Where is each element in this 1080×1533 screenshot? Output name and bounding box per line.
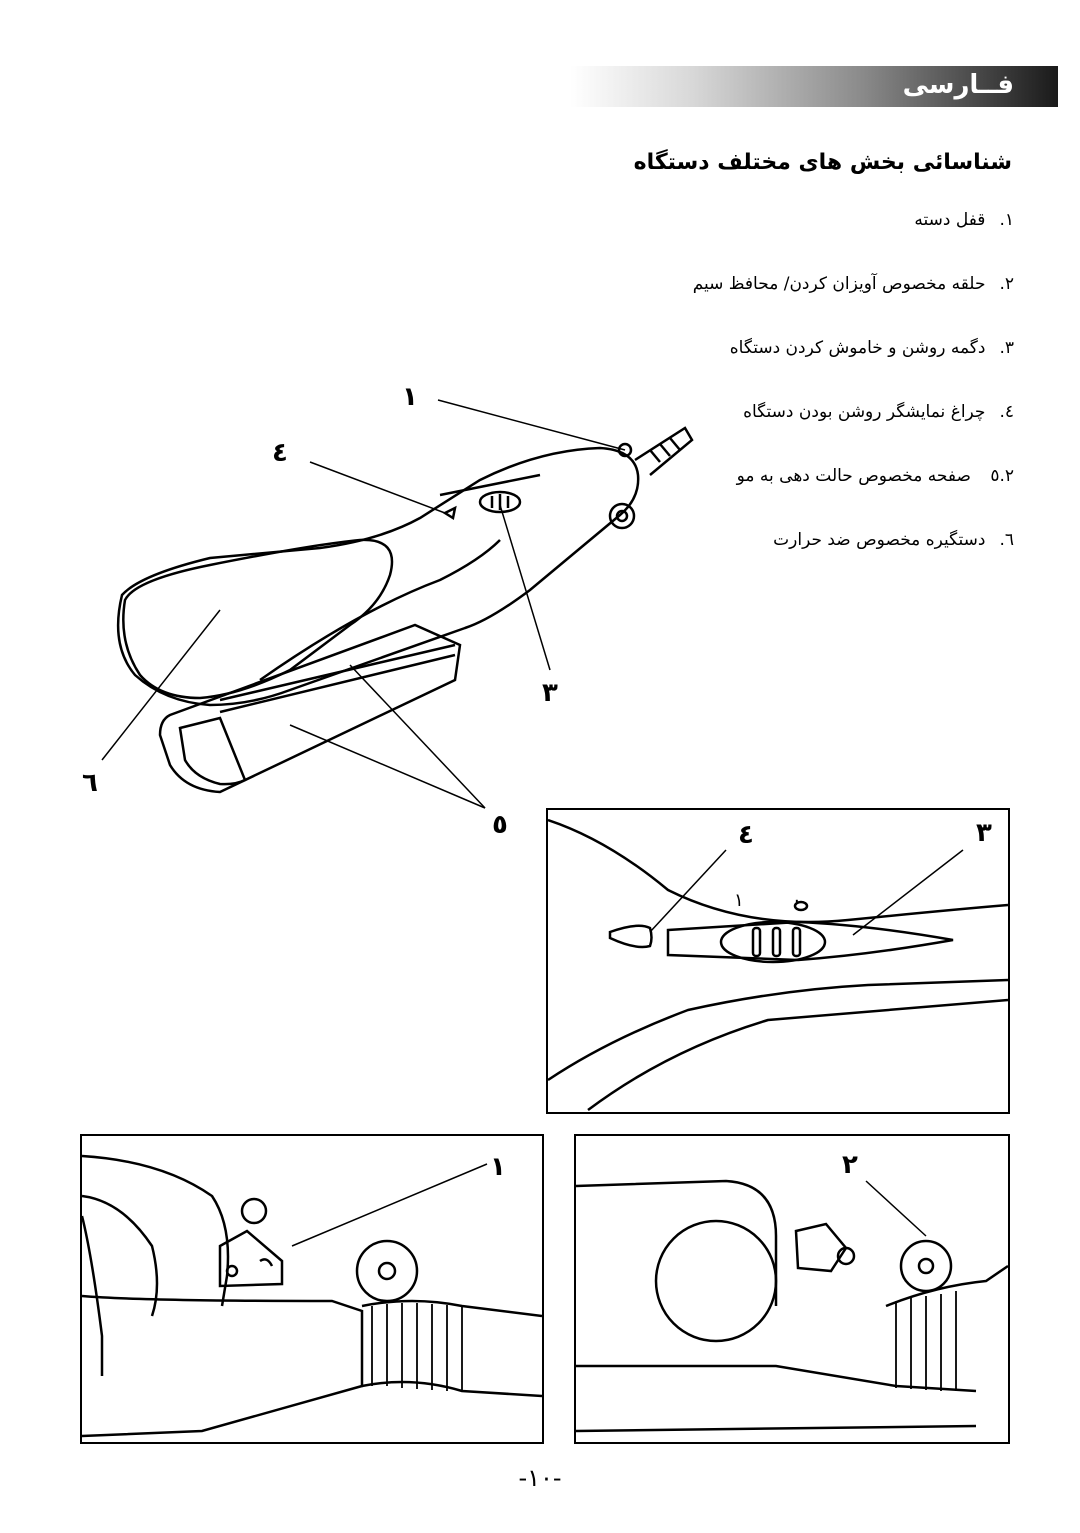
list-item-label: دگمه روشن و خاموش کردن دستگاه [729, 338, 986, 358]
callout-number: ٣ [542, 678, 558, 708]
callout-number: ٤ [738, 820, 754, 850]
switch-mark-off: ٠ [792, 890, 802, 911]
callout-number: ٢ [842, 1150, 858, 1180]
callout-number: ١ [402, 382, 418, 412]
hanging-ring-detail-figure: ٢ [574, 1134, 1010, 1444]
list-item-number: ٦. [999, 530, 1014, 550]
header-bar: فــارسی [570, 66, 1058, 107]
list-item-label: دستگیره مخصوص ضد حرارت [773, 530, 986, 550]
list-item-label: ٢ صفحه مخصوص حالت دهی به مو [736, 466, 1014, 486]
callout-number: ٦ [82, 768, 98, 798]
callout-number: ١ [490, 1152, 506, 1182]
list-item: ٢. حلقه مخصوص آویزان کردن/ محافظ سیم [494, 274, 1014, 338]
callout-number: ٤ [272, 438, 288, 468]
page-header-title: فــارسی [902, 70, 1014, 100]
page-number: -١٠- [518, 1464, 562, 1492]
list-item-label: قفل دسته [914, 210, 986, 230]
section-title: شناسائی بخش های مختلف دستگاه [633, 150, 1012, 175]
list-item: ١. قفل دسته [494, 210, 1014, 274]
list-item: ٦. دستگیره مخصوص ضد حرارت [494, 530, 1014, 594]
list-item-number: ١. [999, 210, 1014, 230]
hair-crimper-illustration: ١ ٤ ٣ ٦ ٥ [60, 380, 700, 840]
list-item: ٣. دگمه روشن و خاموش کردن دستگاه [494, 338, 1014, 402]
list-item-label: چراغ نمایشگر روشن بودن دستگاه [743, 402, 986, 422]
switch-mark-on: ١ [734, 890, 744, 911]
list-item: ٥.٢ صفحه مخصوص حالت دهی به مو [494, 466, 1014, 530]
parts-list: ١. قفل دسته ٢. حلقه مخصوص آویزان کردن/ محا… [494, 210, 1014, 594]
switch-detail-figure: ٤ ٣ ١ ٠ [546, 808, 1010, 1114]
callout-number: ٣ [976, 818, 992, 848]
list-item-label: حلقه مخصوص آویزان کردن/ محافظ سیم [692, 274, 986, 294]
list-item: ٤. چراغ نمایشگر روشن بودن دستگاه [494, 402, 1014, 466]
callout-number: ٥ [492, 810, 508, 840]
list-item-number: ٥. [990, 466, 1005, 486]
list-item-number: ٤. [999, 402, 1014, 422]
list-item-number: ٣. [999, 338, 1014, 358]
handle-lock-detail-figure: ١ [80, 1134, 544, 1444]
list-item-number: ٢. [999, 274, 1014, 294]
